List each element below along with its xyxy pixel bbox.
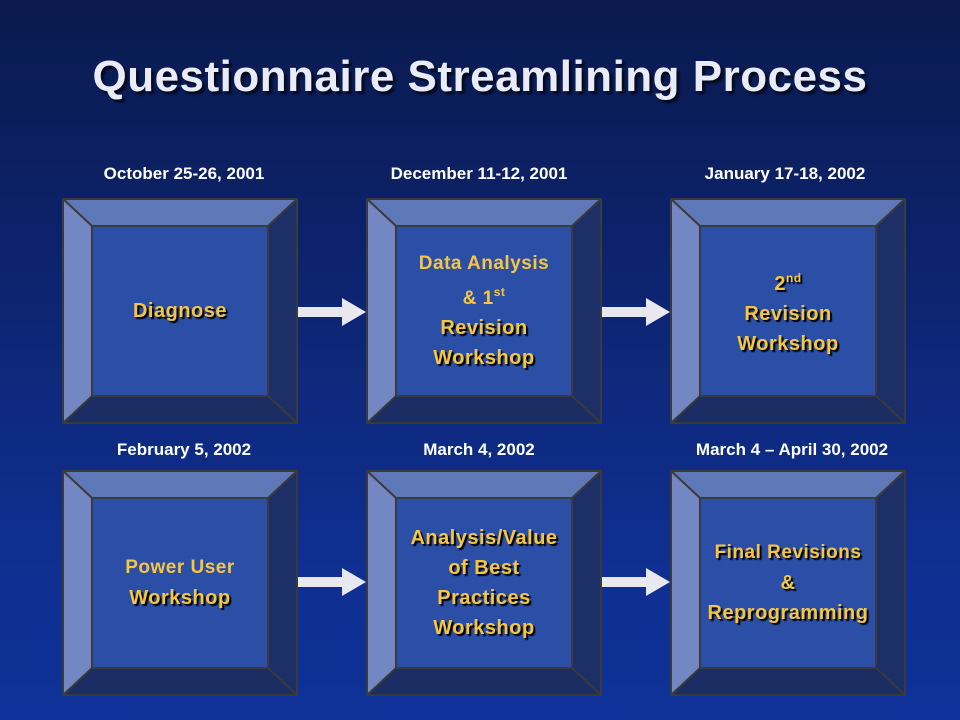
step-date: October 25-26, 2001: [103, 164, 265, 183]
label-line: &: [780, 572, 796, 594]
bevel-frame: [62, 470, 298, 696]
label-line: & 1st: [462, 284, 506, 309]
bevel-frame: [670, 198, 906, 424]
label-line: of Best: [448, 557, 520, 579]
step-date: February 5, 2002: [116, 440, 252, 459]
label-line: 2nd: [774, 271, 802, 295]
label-line: Data Analysis: [418, 252, 550, 274]
flow-arrow-right-icon: [602, 568, 670, 596]
step-label: Final Revisions & Reprogramming: [700, 498, 876, 668]
step-box-diagnose: Diagnose: [62, 198, 298, 424]
step-box-final-revisions: Final Revisions & Reprogramming: [670, 470, 906, 696]
step-label: Analysis/Value of Best Practices Worksho…: [396, 498, 572, 668]
step-date: January 17-18, 2002: [704, 164, 866, 183]
step-label: Data Analysis & 1st Revision Workshop: [396, 226, 572, 396]
step-label: Power User Workshop: [92, 498, 268, 668]
label-line: Revision: [440, 316, 528, 339]
flow-arrow-right-icon: [298, 298, 366, 326]
label-line: Reprogramming: [707, 602, 869, 624]
step-label: 2nd Revision Workshop: [700, 226, 876, 396]
label-line: Final Revisions: [714, 542, 862, 563]
step-box-power-user: Power User Workshop: [62, 470, 298, 696]
label-line: Workshop: [129, 587, 231, 609]
label-line: Diagnose: [132, 300, 228, 322]
step-box-2nd-revision: 2nd Revision Workshop: [670, 198, 906, 424]
step-date: March 4 – April 30, 2002: [695, 440, 889, 459]
label-line: Revision: [744, 303, 832, 325]
bevel-frame: [366, 470, 602, 696]
step-box-data-analysis: Data Analysis & 1st Revision Workshop: [366, 198, 602, 424]
label-line: Power User: [125, 557, 235, 578]
step-label: Diagnose: [92, 226, 268, 396]
flow-arrow-right-icon: [298, 568, 366, 596]
label-line: Workshop: [737, 333, 839, 355]
bevel-frame: [670, 470, 906, 696]
slide-title: Questionnaire Streamlining Process: [92, 52, 868, 101]
step-date: March 4, 2002: [423, 440, 535, 459]
label-line: Workshop: [433, 617, 535, 639]
label-line: Workshop: [433, 346, 535, 369]
step-date: December 11-12, 2001: [390, 164, 568, 183]
bevel-frame: [366, 198, 602, 424]
label-line: Analysis/Value: [410, 527, 558, 549]
label-line: Practices: [437, 587, 531, 609]
flow-arrow-right-icon: [602, 298, 670, 326]
bevel-frame: [62, 198, 298, 424]
step-box-analysis-value: Analysis/Value of Best Practices Worksho…: [366, 470, 602, 696]
